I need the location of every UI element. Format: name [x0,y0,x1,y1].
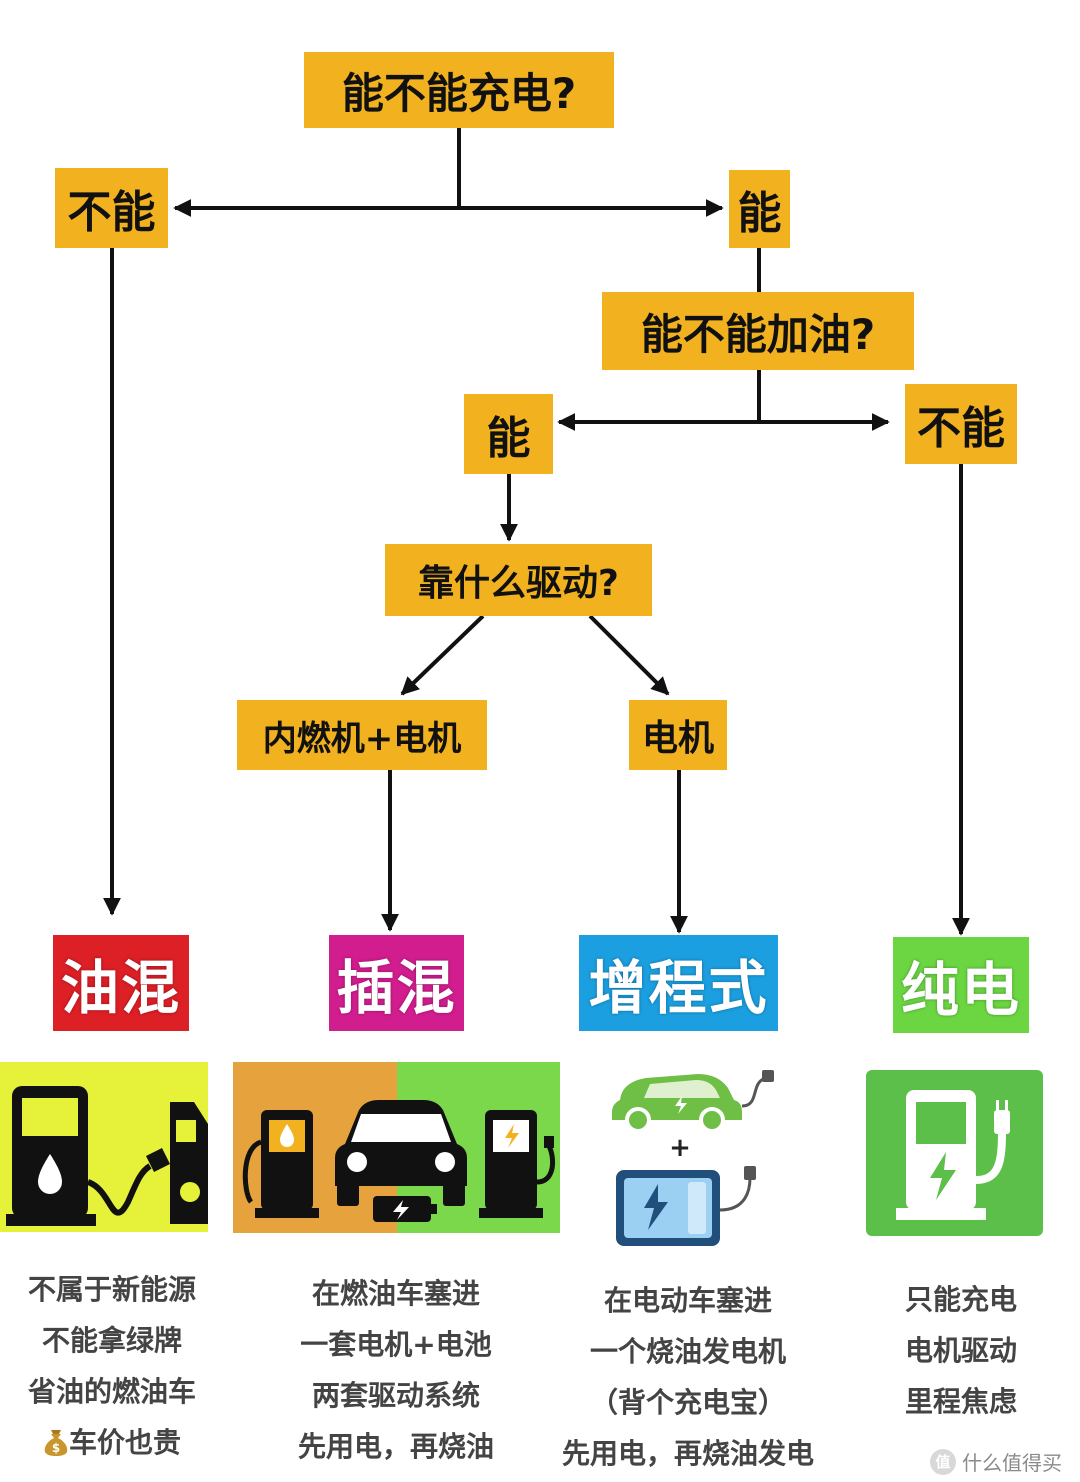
description-line: 电机驱动 [904,1334,1017,1367]
description-line: 在电动车塞进 [603,1284,772,1317]
description-line: 一套电机+电池 [300,1328,492,1361]
plus-sign: + [669,1133,691,1163]
watermark: 值 什么值得买 [930,1447,1062,1476]
description-bev: 只能充电 电机驱动 里程焦虑 [870,1274,1052,1427]
question-can-charge: 能不能充电? [304,52,614,128]
description-line: 一个烧油发电机 [589,1335,786,1368]
answer-can-refuel: 能 [464,394,553,474]
question-can-refuel: 能不能加油? [602,292,914,370]
description-line: 不属于新能源 [27,1273,196,1306]
electric-car-powerbank-icon: + [612,1070,774,1246]
money-bag-icon: $ [44,1430,68,1456]
description-line: 只能充电 [904,1283,1017,1316]
category-erev: 增程式 [579,935,778,1031]
answer-ice-motor: 内燃机+电机 [237,700,487,770]
charging-station-icon [866,1070,1043,1236]
description-line-with-icon: $ 车价也贵 [0,1417,224,1468]
category-phev: 插混 [329,935,464,1031]
svg-text:$: $ [52,1441,60,1455]
arrow-drive-right [588,614,670,696]
description-line: 省油的燃油车 [27,1375,196,1408]
category-bev: 纯电 [893,937,1029,1033]
question-drive-type: 靠什么驱动? [385,544,652,616]
description-line: 在燃油车塞进 [311,1277,480,1310]
answer-cannot-charge: 不能 [55,168,168,248]
description-line: 先用电，再烧油发电 [561,1437,814,1470]
description-line: 里程焦虑 [904,1385,1017,1418]
watermark-text: 什么值得买 [962,1451,1062,1475]
answer-can-charge: 能 [729,170,790,248]
fuel-pump-car-charger-icon [233,1062,560,1233]
answer-motor: 电机 [629,700,727,770]
description-line: 不能拿绿牌 [41,1324,182,1357]
description-line: 先用电，再烧油 [297,1430,494,1463]
arrow-drive-left [400,614,485,696]
description-phev: 在燃油车塞进 一套电机+电池 两套驱动系统 先用电，再烧油 [280,1268,512,1472]
answer-cannot-refuel: 不能 [905,384,1017,464]
description-erev: 在电动车塞进 一个烧油发电机 （背个充电宝） 先用电，再烧油发电 [540,1275,836,1479]
description-hybrid: 不属于新能源 不能拿绿牌 省油的燃油车 $ 车价也贵 [0,1264,224,1468]
description-line: 两套驱动系统 [311,1379,480,1412]
category-hybrid: 油混 [53,935,189,1031]
fuel-pump-car-icon [0,1062,208,1232]
watermark-logo: 值 [930,1448,956,1475]
description-line: （背个充电宝） [589,1386,786,1419]
